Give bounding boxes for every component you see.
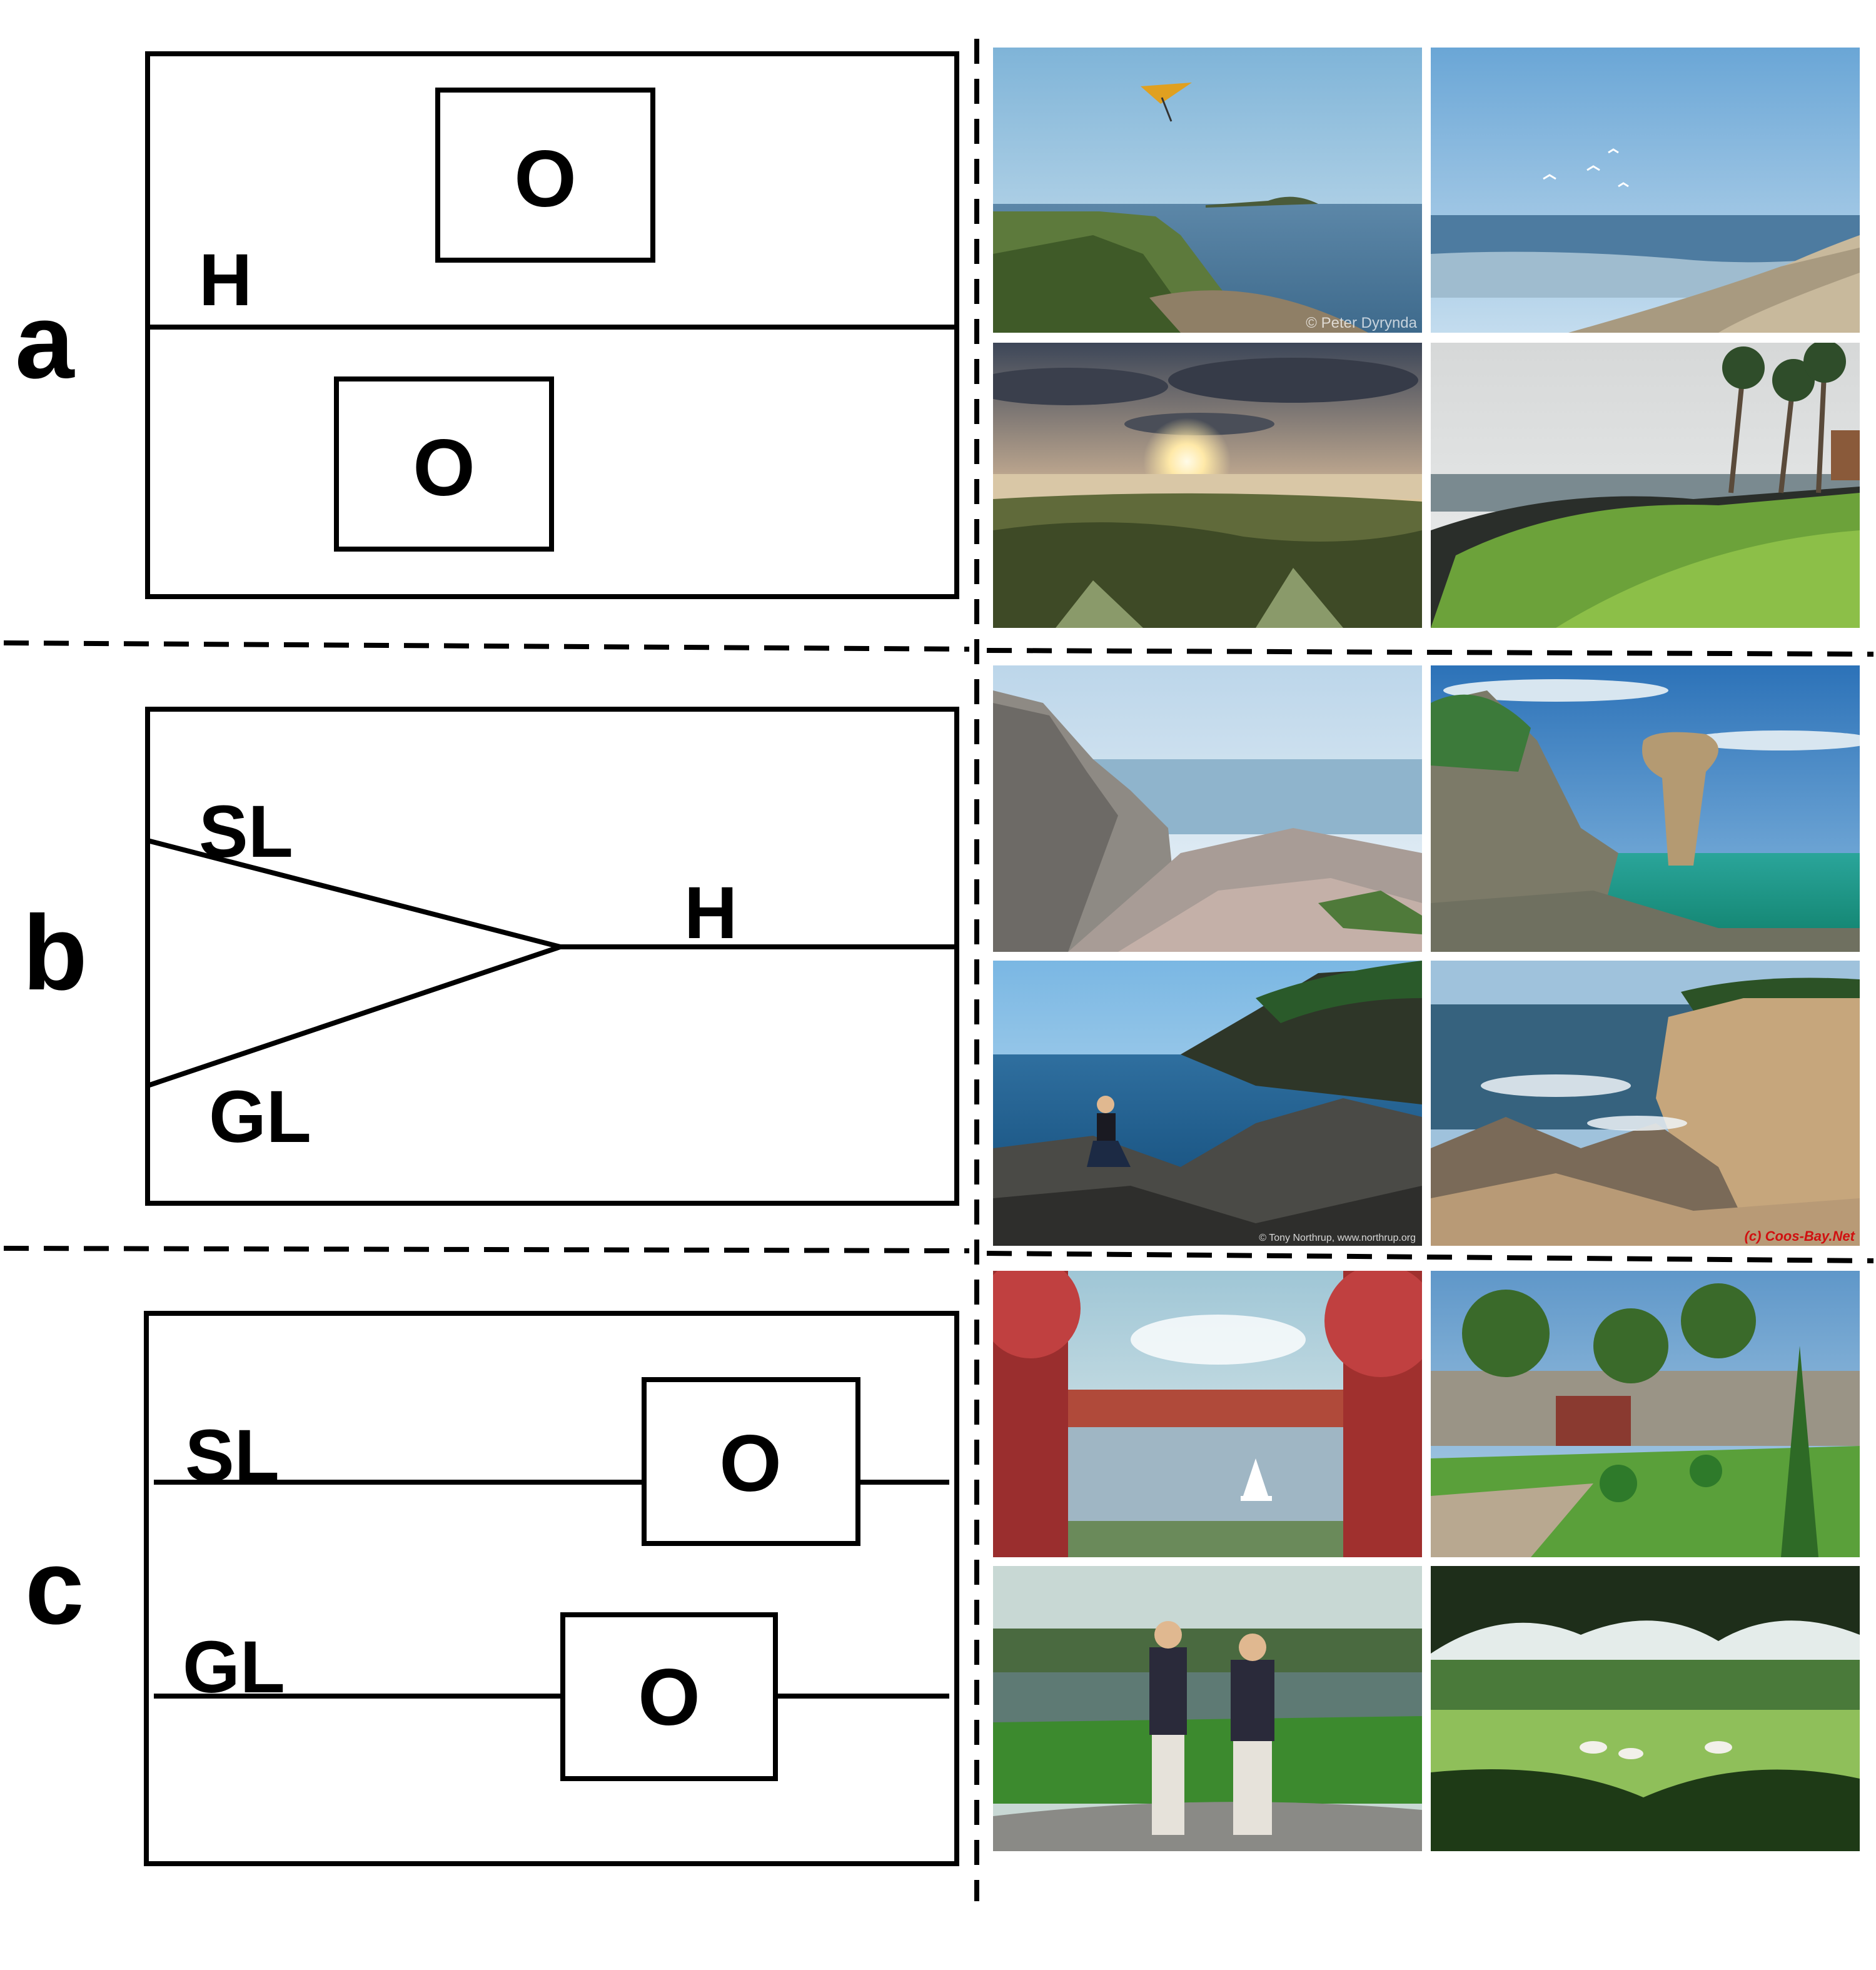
photo-meadow-trees: [1431, 1566, 1860, 1851]
object-label-a-top: O: [514, 134, 577, 224]
frame-b: [145, 707, 959, 1206]
row-label-c: c: [25, 1528, 84, 1647]
photo-credit-dyrynda: © Peter Dyrynda: [1306, 315, 1417, 331]
photo-credit-coos-bay: (c) Coos-Bay.Net: [1745, 1228, 1856, 1244]
separator-b-c-right: [986, 1251, 1874, 1263]
row-label-b: b: [23, 894, 88, 1013]
photo-tropical-coast: [1431, 343, 1860, 628]
schematic-a: [145, 51, 959, 599]
sky-line-b: [147, 838, 561, 949]
object-box-c-top: [642, 1377, 860, 1546]
row-label-a: a: [15, 282, 75, 401]
photo-beach-birds: [1431, 48, 1860, 333]
horizon-label-a: H: [199, 239, 252, 321]
object-box-c-bottom: [560, 1612, 778, 1781]
separator-a-b-right: [986, 648, 1874, 657]
sky-line-label-b: SL: [199, 791, 293, 873]
separator-a-b-left: [3, 640, 970, 652]
object-box-a-bottom: [334, 376, 554, 552]
ground-line-label-b: GL: [209, 1076, 311, 1158]
photo-sea-stack: [1431, 665, 1860, 952]
photo-people-walking: [993, 1566, 1422, 1851]
ground-line-b: [146, 944, 562, 1088]
photo-garden-gate: [1431, 1271, 1860, 1557]
ground-line-label-c: GL: [183, 1626, 285, 1709]
photo-lake-sailboat: [993, 1271, 1422, 1557]
schematic-b: [145, 707, 959, 1206]
object-label-c-bottom: O: [638, 1653, 700, 1742]
schematic-c: [144, 1311, 959, 1866]
object-label-c-top: O: [719, 1419, 782, 1508]
photo-sunset-beach: [993, 343, 1422, 628]
sky-line-label-c: SL: [185, 1415, 280, 1497]
photo-coast-headland: © Peter Dyrynda: [993, 48, 1422, 333]
object-label-a-bottom: O: [413, 423, 475, 513]
frame-c: [144, 1311, 959, 1866]
horizon-label-b: H: [684, 872, 737, 954]
separator-b-c-left: [3, 1246, 970, 1253]
photo-credit-northrup: © Tony Northrup, www.northrup.org: [1259, 1233, 1416, 1243]
photo-layered-rock-cliffs: (c) Coos-Bay.Net: [1431, 961, 1860, 1246]
hang-glider-icon: [1141, 83, 1192, 104]
photo-rocky-cliff: [993, 665, 1422, 952]
object-box-a-top: [435, 88, 655, 263]
photo-rocky-shore-person: © Tony Northrup, www.northrup.org: [993, 961, 1422, 1246]
